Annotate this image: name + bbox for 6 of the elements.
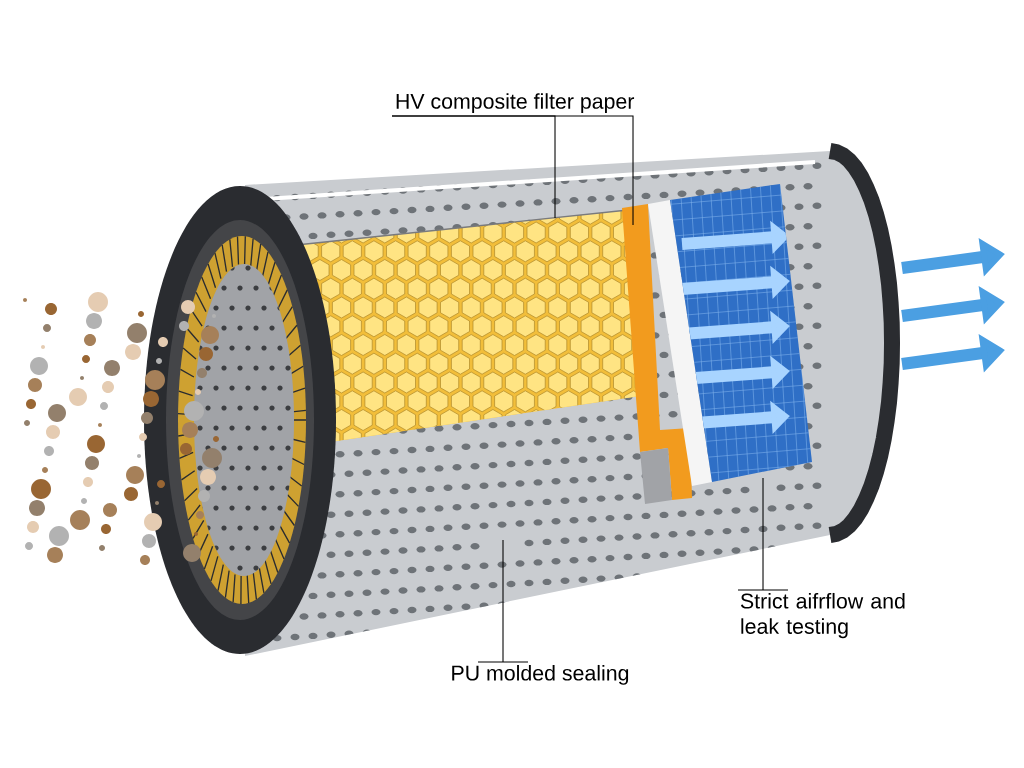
callout-label: HV composite filter paper [396,93,635,114]
leader-line [391,115,634,226]
leader-line [477,539,529,663]
callout-label: Strict aifrflow and leak testing [740,592,905,639]
leader-line [737,477,789,591]
callout-label: PU molded sealing [452,664,629,685]
